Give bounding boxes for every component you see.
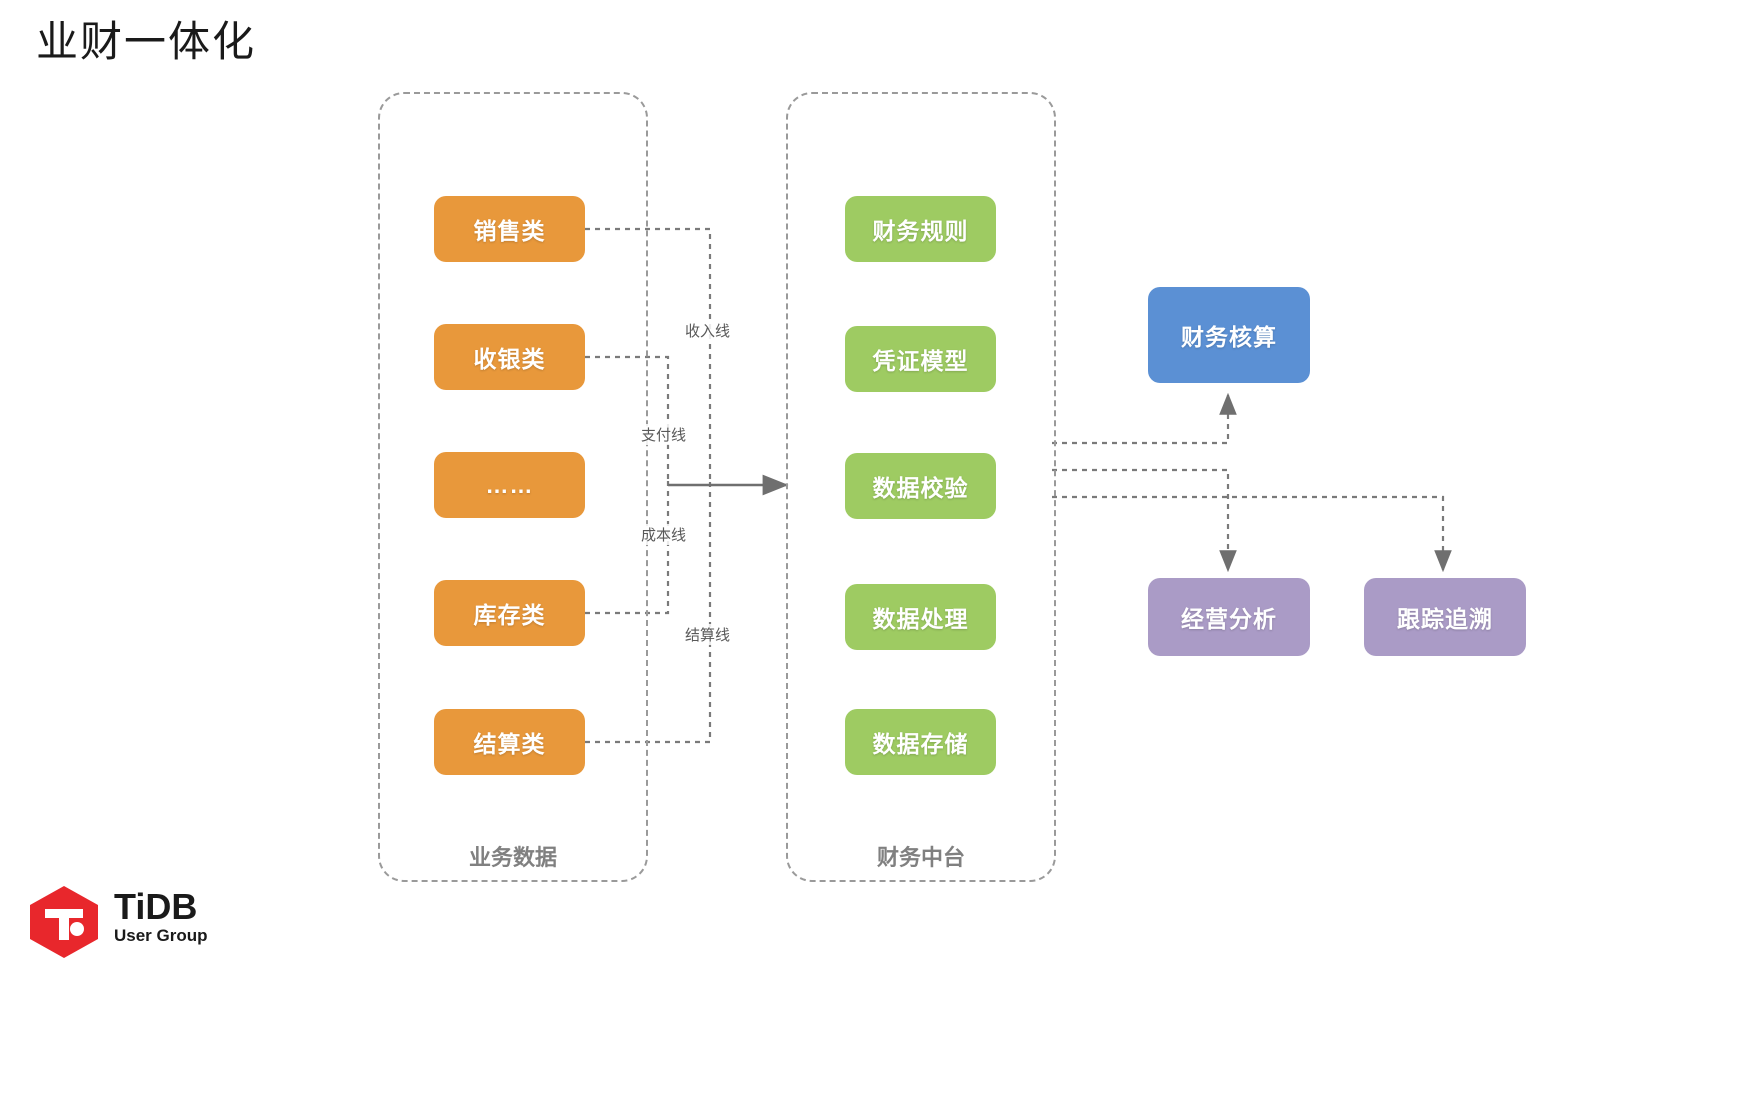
edge-label-settlement: 结算线 — [683, 624, 733, 645]
tidb-usergroup-text: User Group — [114, 926, 208, 945]
node-business-analysis[interactable]: 经营分析 — [1148, 578, 1310, 656]
group-label-business-data: 业务数据 — [468, 845, 557, 870]
node-data-processing[interactable]: 数据处理 — [845, 584, 996, 650]
page-title: 业财一体化 — [36, 20, 257, 66]
node-inventory[interactable]: 库存类 — [434, 580, 585, 646]
node-cashier[interactable]: 收银类 — [434, 324, 585, 390]
group-finance-platform — [786, 92, 1056, 882]
node-ellipsis[interactable]: …… — [434, 452, 585, 518]
node-financial-rules[interactable]: 财务规则 — [845, 196, 996, 262]
edge-label-revenue: 收入线 — [683, 320, 733, 341]
tidb-wordmark: TiDB — [114, 886, 198, 927]
tidb-user-group-logo: TiDB User Group — [26, 882, 236, 962]
tidb-logo-icon — [30, 886, 98, 958]
node-financial-accounting[interactable]: 财务核算 — [1148, 287, 1310, 383]
node-data-storage[interactable]: 数据存储 — [845, 709, 996, 775]
group-business-data — [378, 92, 648, 882]
node-voucher-model[interactable]: 凭证模型 — [845, 326, 996, 392]
edge-label-payment: 支付线 — [639, 424, 689, 445]
tidb-logo-text: TiDB User Group — [114, 888, 244, 946]
group-label-finance-platform: 财务中台 — [876, 845, 965, 870]
edge-label-cost: 成本线 — [639, 524, 689, 545]
node-settlement[interactable]: 结算类 — [434, 709, 585, 775]
node-tracking-tracing[interactable]: 跟踪追溯 — [1364, 578, 1526, 656]
node-data-validation[interactable]: 数据校验 — [845, 453, 996, 519]
node-sales[interactable]: 销售类 — [434, 196, 585, 262]
